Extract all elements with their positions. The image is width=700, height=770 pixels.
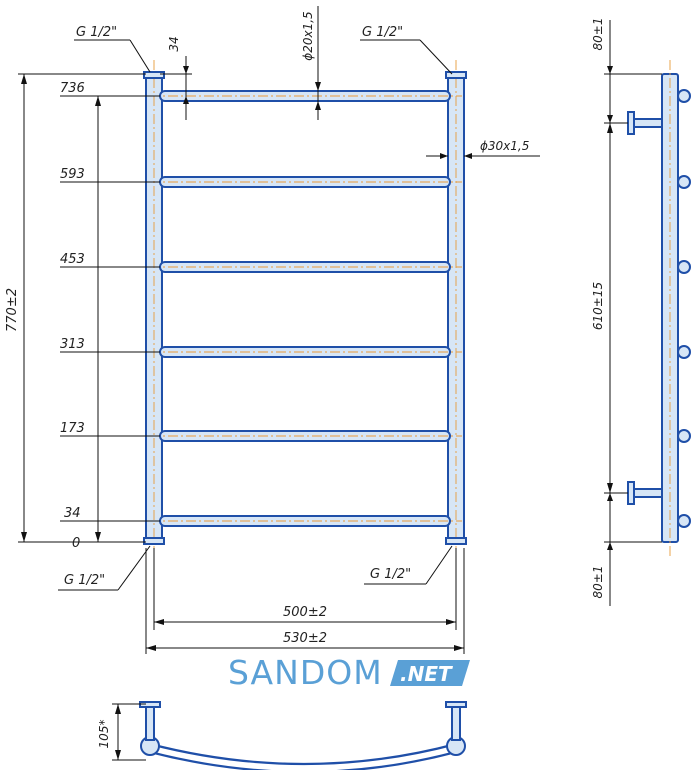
overall-width-label: 530±2 — [283, 631, 327, 646]
wall-mount-top — [627, 111, 663, 135]
side-top-gap-label: 80±1 — [591, 18, 605, 51]
side-bottom-gap-label: 80±1 — [591, 566, 605, 599]
watermark: SANDOM .NET — [228, 653, 470, 692]
left-top-mount — [145, 705, 155, 741]
rung-end — [677, 260, 691, 274]
front-view: 736 593 453 313 173 34 0 770±2 G 1/2" 34… — [5, 6, 540, 654]
level-lines — [18, 73, 160, 543]
center-width-label: 500±2 — [283, 605, 327, 620]
watermark-brand: SANDOM — [228, 653, 383, 692]
wall-mount-bottom — [627, 481, 663, 505]
watermark-suffix: .NET — [400, 662, 453, 686]
curved-rung — [149, 742, 457, 766]
top-view: 105* — [97, 701, 467, 770]
level-label-593: 593 — [60, 167, 85, 182]
rung-end — [677, 429, 691, 443]
right-top-cap — [445, 71, 467, 79]
rung-end — [677, 514, 691, 528]
thread-callout-bottom-left: G 1/2" — [64, 573, 105, 588]
level-label-736: 736 — [60, 81, 85, 96]
right-bottom-cap — [445, 537, 467, 545]
side-view: 80±1 610±15 80±1 — [591, 18, 691, 606]
level-label-453: 453 — [60, 252, 85, 267]
rung-end — [677, 175, 691, 189]
top-offset-label: 34 — [167, 36, 181, 51]
riser-tube-callout: ϕ30x1,5 — [480, 139, 529, 153]
thread-callout-top-left: G 1/2" — [76, 25, 117, 40]
watermark-badge — [390, 660, 470, 686]
thread-callout-bottom-right: G 1/2" — [370, 567, 411, 582]
rung-end — [677, 89, 691, 103]
left-top-cap — [143, 71, 165, 79]
thread-callout-top-right: G 1/2" — [362, 25, 403, 40]
depth-label: 105* — [97, 720, 111, 749]
level-label-34: 34 — [64, 506, 81, 521]
rungs — [150, 90, 462, 527]
side-mount-spacing-label: 610±15 — [591, 282, 605, 330]
level-label-173: 173 — [60, 421, 85, 436]
rung-tube-callout: ϕ20x1,5 — [301, 11, 315, 60]
rung-end — [677, 345, 691, 359]
level-label-313: 313 — [60, 337, 85, 352]
level-label-0: 0 — [72, 536, 80, 551]
right-top-mount — [451, 705, 461, 741]
total-height-label: 770±2 — [5, 288, 20, 332]
left-bottom-cap — [143, 537, 165, 545]
